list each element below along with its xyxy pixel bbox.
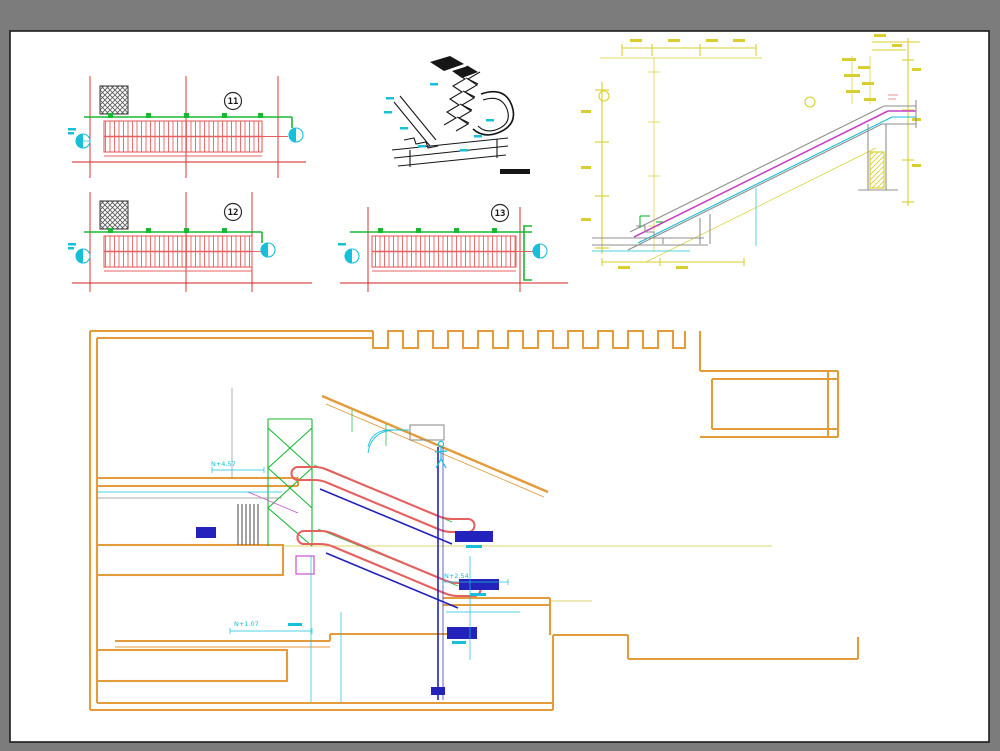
lower-landing	[592, 215, 708, 252]
level-annotation: N+2.54	[444, 572, 469, 580]
detail-bubble	[490, 203, 510, 223]
escalator-structure-lines	[319, 447, 459, 700]
level-annotation: N+1.07	[234, 620, 259, 628]
detail-bubble-label: 13	[495, 209, 506, 219]
dimension-text-marks	[581, 34, 921, 269]
building-outline	[88, 329, 860, 712]
section-marker-icon	[344, 243, 548, 264]
detail-bubble	[223, 91, 243, 111]
section-marker-icon	[75, 242, 276, 264]
scale-bar	[500, 169, 530, 174]
service-annotations	[97, 429, 520, 702]
detail-bubble	[223, 202, 243, 222]
escalator-isometric-sketch	[384, 56, 530, 174]
escalator-plan-view-11: 11	[68, 76, 306, 178]
roof-crenellation	[371, 329, 687, 350]
level-annotation: N+4.57	[211, 460, 236, 468]
building-cross-section: N+4.57 N+2.54 N+1.07	[88, 329, 860, 712]
section-marker-icon	[75, 127, 304, 149]
escalator-section-detail	[581, 34, 921, 269]
dimension-marks	[384, 83, 494, 152]
level-dimensions: N+4.57 N+2.54 N+1.07	[211, 460, 509, 644]
escalator-truss	[627, 94, 917, 251]
detail-bubble-label: 11	[228, 97, 239, 107]
escalator-plan-view-13: 13	[338, 203, 568, 292]
detail-bubble-label: 12	[228, 208, 239, 218]
roof-slope	[321, 394, 549, 494]
escalator-plan-view-12: 12	[68, 192, 312, 292]
person-figure-icon	[434, 440, 448, 469]
column-hatch	[97, 388, 282, 545]
